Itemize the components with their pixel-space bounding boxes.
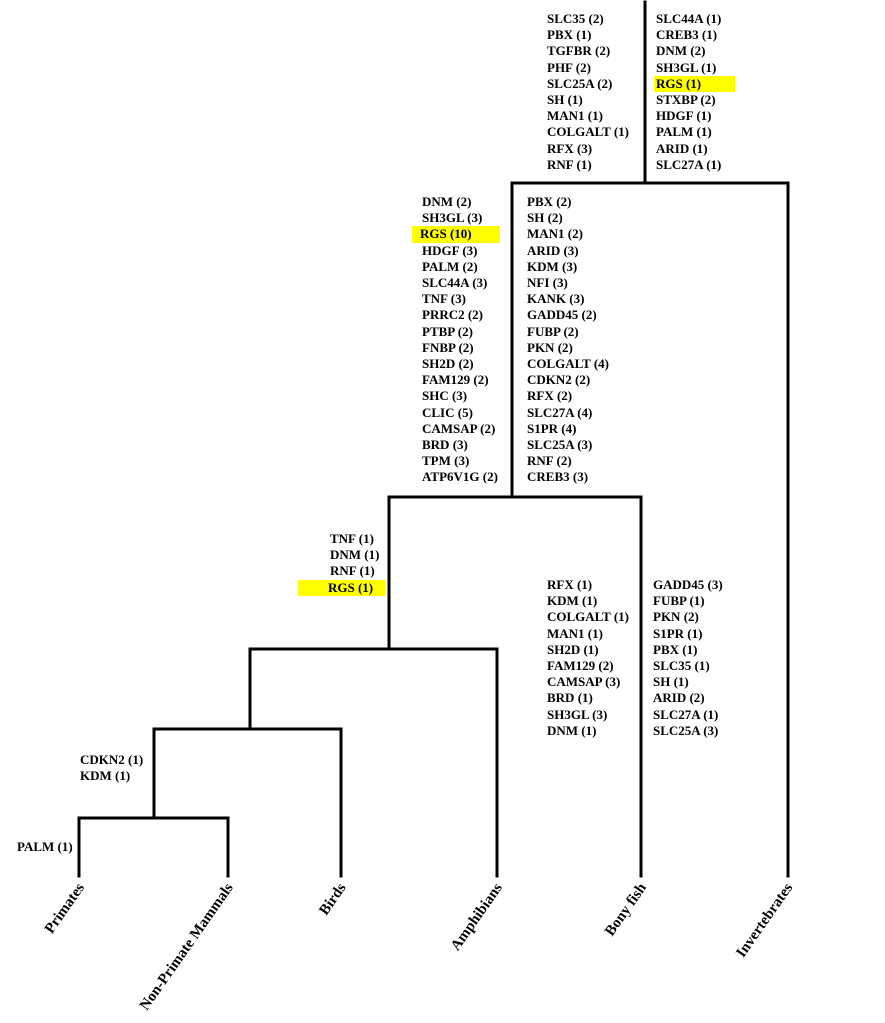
gene-entry: SH2D (2) [422, 356, 474, 372]
gene-entry: RFX (1) [547, 577, 593, 592]
gene-entry-highlighted: RGS (1) [298, 579, 386, 596]
gene-entry: KDM (1) [547, 593, 598, 609]
gene-entry: SLC27A (4) [527, 404, 593, 420]
gene-entry: MAN1 (1) [547, 625, 603, 641]
gene-entry: PALM (2) [422, 258, 478, 274]
gene-entry: RFX (2) [527, 388, 573, 404]
gene-list-top-right: SLC44A (1)CREB3 (1)DNM (2)SH3GL (1)RGS (… [654, 11, 736, 173]
gene-entry: GADD45 (3) [653, 577, 723, 592]
gene-entry: CREB3 (3) [527, 469, 589, 485]
gene-entry: SH3GL (3) [547, 706, 608, 722]
gene-entry: CDKN2 (2) [527, 372, 591, 388]
gene-entry: PKN (2) [653, 609, 699, 625]
gene-entry: COLGALT (1) [547, 124, 629, 140]
gene-entry: RNF (1) [547, 156, 592, 172]
gene-entry: CDKN2 (1) [80, 752, 144, 767]
gene-entry: CREB3 (1) [656, 27, 718, 43]
gene-list-tetrapods: TNF (1)DNM (1)RNF (1)RGS (1) [298, 531, 386, 596]
gene-entry: TPM (3) [422, 453, 470, 469]
gene-entry: S1PR (4) [527, 420, 577, 436]
gene-entry: PRRC2 (2) [422, 307, 484, 323]
gene-entry: CAMSAP (2) [422, 420, 496, 436]
gene-entry: ARID (2) [653, 690, 705, 706]
gene-entry: SH (2) [527, 210, 563, 226]
gene-entry: BRD (3) [422, 437, 468, 453]
gene-entry: FAM129 (2) [547, 658, 614, 674]
gene-entry: NFI (3) [527, 275, 568, 291]
gene-entry: ATP6V1G (2) [422, 469, 498, 485]
gene-entry: BRD (1) [547, 690, 593, 706]
gene-entry: SLC35 (2) [547, 11, 604, 26]
gene-entry: SLC35 (1) [653, 658, 710, 674]
gene-entry-highlighted: RGS (1) [654, 75, 736, 93]
gene-entry: SLC25A (3) [653, 722, 719, 738]
gene-entry: FUBP (2) [527, 323, 579, 339]
gene-entry: TGFBR (2) [547, 43, 611, 59]
gene-entry: PALM (1) [656, 124, 712, 140]
gene-entry: SH3GL (3) [422, 210, 483, 226]
gene-list-vertebrates-right: PBX (2)SH (2)MAN1 (2)ARID (3)KDM (3)NFI … [525, 194, 611, 486]
gene-entry: SH (1) [547, 92, 583, 108]
gene-entry: SLC25A (2) [547, 75, 613, 91]
gene-list-primates: PALM (1) [15, 839, 75, 855]
gene-entry: FUBP (1) [653, 593, 705, 609]
gene-entry: KDM (1) [80, 768, 131, 784]
gene-entry: SLC25A (3) [527, 437, 593, 453]
gene-entry: DNM (2) [656, 43, 706, 59]
gene-entry: DNM (2) [422, 194, 472, 209]
gene-entry: SH3GL (1) [656, 59, 717, 75]
gene-entry: HDGF (1) [656, 108, 712, 124]
gene-entry: RNF (1) [330, 563, 375, 579]
gene-list-top-left: SLC35 (2)PBX (1)TGFBR (2)PHF (2)SLC25A (… [545, 11, 631, 173]
gene-entry: STXBP (2) [656, 92, 716, 108]
gene-entry: TNF (3) [422, 291, 466, 307]
gene-entry: DNM (1) [330, 547, 380, 563]
gene-entry: GADD45 (2) [527, 307, 597, 323]
gene-entry: FNBP (2) [422, 339, 474, 355]
gene-entry: PBX (1) [653, 641, 698, 657]
gene-entry: PBX (2) [527, 194, 572, 209]
gene-entry: CAMSAP (3) [547, 674, 621, 690]
gene-entry: PHF (2) [547, 59, 591, 75]
gene-entry: SH (1) [653, 674, 689, 690]
gene-entry: SH2D (1) [547, 641, 599, 657]
gene-list-bony-fish-right: GADD45 (3)FUBP (1)PKN (2)S1PR (1)PBX (1)… [651, 577, 725, 739]
gene-entry: COLGALT (1) [547, 609, 629, 625]
gene-entry: DNM (1) [547, 722, 597, 738]
gene-entry: SLC44A (1) [656, 11, 722, 26]
gene-entry: PBX (1) [547, 27, 592, 43]
gene-entry: KANK (3) [527, 291, 585, 307]
gene-entry: ARID (3) [527, 242, 579, 258]
gene-entry: CLIC (5) [422, 404, 473, 420]
gene-list-vertebrates-left: DNM (2)SH3GL (3)RGS (10)HDGF (3)PALM (2)… [412, 194, 500, 486]
gene-entry: TNF (1) [330, 531, 374, 546]
gene-entry: SLC27A (1) [653, 706, 719, 722]
gene-entry: COLGALT (4) [527, 356, 609, 372]
gene-entry: SLC44A (3) [422, 275, 488, 291]
gene-entry-highlighted: RGS (10) [412, 226, 500, 243]
gene-entry: PALM (1) [17, 839, 73, 854]
gene-entry: SHC (3) [422, 388, 468, 404]
gene-entry: SLC27A (1) [656, 156, 722, 172]
gene-entry: HDGF (3) [422, 242, 478, 258]
gene-list-mammals: CDKN2 (1)KDM (1) [78, 752, 145, 784]
gene-entry: ARID (1) [656, 140, 708, 156]
gene-entry: KDM (3) [527, 258, 578, 274]
gene-entry: MAN1 (1) [547, 108, 603, 124]
gene-entry: MAN1 (2) [527, 226, 583, 242]
gene-entry: FAM129 (2) [422, 372, 489, 388]
gene-entry: PKN (2) [527, 339, 573, 355]
gene-entry: S1PR (1) [653, 625, 703, 641]
gene-entry: RFX (3) [547, 140, 593, 156]
gene-list-bony-fish-left: RFX (1)KDM (1)COLGALT (1)MAN1 (1)SH2D (1… [545, 577, 631, 739]
gene-entry: RNF (2) [527, 453, 572, 469]
gene-entry: PTBP (2) [422, 323, 473, 339]
